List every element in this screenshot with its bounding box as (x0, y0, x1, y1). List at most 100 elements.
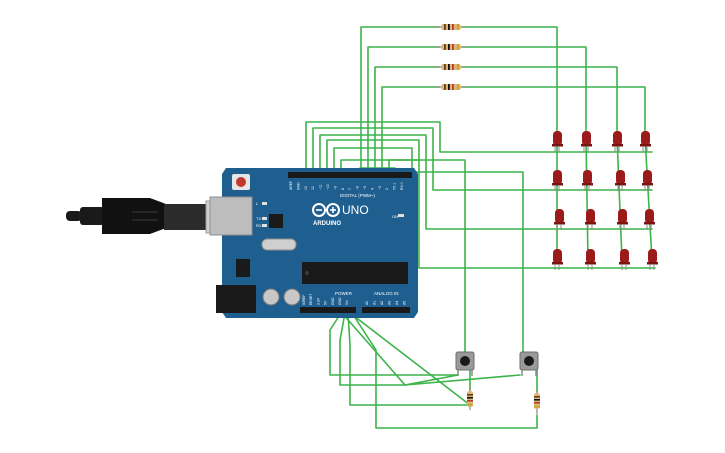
wire-r3-col3[interactable] (461, 66, 618, 138)
power-jack (216, 285, 256, 313)
tx-led (262, 217, 267, 220)
pulldown-resistor-2[interactable] (534, 390, 540, 414)
pushbutton-2[interactable] (519, 351, 539, 376)
digital-pin-label: AREF (289, 181, 293, 190)
led-r1c2[interactable] (581, 131, 592, 152)
led-r3c3[interactable] (617, 209, 628, 230)
capacitor (262, 288, 280, 306)
pushbutton-1-cap[interactable] (460, 356, 470, 366)
tx-label: TX (256, 216, 261, 221)
regulator (236, 259, 250, 277)
row-resistor-2[interactable] (436, 44, 466, 50)
led-r2c3[interactable] (615, 170, 626, 191)
led-r4c2[interactable] (585, 249, 596, 270)
analog-header[interactable] (362, 307, 410, 313)
rx-led (262, 224, 267, 227)
usb-port (209, 196, 253, 236)
digital-pin-label: ~11 (319, 184, 323, 190)
pushbutton-2-cap[interactable] (524, 356, 534, 366)
digital-header[interactable] (288, 172, 412, 178)
row-resistor-3[interactable] (436, 64, 466, 70)
led-r1c1[interactable] (552, 131, 563, 152)
usb-chip (269, 214, 283, 228)
analog-pin-label: A5 (403, 301, 407, 305)
digital-pin-label: ~5 (363, 186, 367, 190)
wire-r1-pin[interactable] (360, 26, 441, 179)
digital-pin-label: 12 (311, 186, 315, 190)
digital-pin-label: 8 (341, 188, 345, 190)
arduino-logo-icon (312, 203, 340, 217)
wire-row2-pin[interactable] (312, 127, 558, 191)
led-r1c4[interactable] (640, 131, 651, 152)
power-pin-label: RESET (309, 294, 313, 305)
digital-pin-label: RX 0 (400, 182, 404, 190)
led-r3c2[interactable] (585, 209, 596, 230)
on-label: ON (392, 214, 398, 219)
power-pin-label: 5V (324, 300, 328, 305)
power-header[interactable] (300, 307, 356, 313)
on-led (398, 214, 404, 217)
wire-gnd-r2[interactable] (351, 312, 538, 429)
atmega-chip (302, 262, 408, 284)
wire-r4-col4[interactable] (461, 86, 646, 138)
model-label: UNO (342, 203, 369, 217)
wire-diag-2[interactable] (349, 312, 471, 406)
digital-pin-label: ~9 (333, 186, 337, 190)
pulldown-resistor-1[interactable] (467, 388, 473, 410)
power-pin-label: GND (331, 297, 335, 305)
usb-plug-shoulder (164, 204, 206, 230)
digital-pin-label: GND (296, 182, 300, 190)
analog-pin-label: A1 (373, 301, 377, 305)
led-r2c2[interactable] (582, 170, 593, 191)
wire-5v-btn2[interactable] (339, 312, 459, 386)
wire-row3-pin[interactable] (319, 134, 558, 230)
usb-cable-tip (66, 211, 82, 221)
wire-diag-1[interactable] (341, 312, 521, 386)
wire-r2-col2[interactable] (461, 46, 587, 138)
row-resistors (436, 24, 466, 90)
digital-header-label: DIGITAL (PWM~) (340, 193, 375, 198)
l-led (262, 202, 267, 205)
power-pin-label: IOREF (302, 295, 306, 305)
pushbutton-1[interactable] (455, 351, 475, 376)
power-pin-label: 3.3V (316, 297, 320, 305)
wire-row1-pin[interactable] (305, 121, 558, 179)
analog-pin-label: A0 (365, 301, 369, 305)
led-r4c1[interactable] (552, 249, 563, 270)
wire-r1-col1[interactable] (461, 26, 558, 136)
wire-col3-bus[interactable] (616, 136, 623, 261)
usb-cable-body (102, 198, 166, 234)
led-r1c3[interactable] (612, 131, 623, 152)
led-r2c4[interactable] (642, 170, 653, 191)
wire-r3-pin[interactable] (374, 66, 441, 179)
analog-header-label: ANALOG IN (374, 291, 399, 296)
power-header-label: POWER (335, 291, 353, 296)
wire-gnd-r1[interactable] (347, 312, 471, 406)
power-pin-label: GND (338, 297, 342, 305)
row-resistor-1[interactable] (436, 24, 466, 30)
led-r3c1[interactable] (554, 209, 565, 230)
digital-pin-label: 4 (370, 188, 374, 190)
wire-5v-btn1[interactable] (329, 312, 459, 376)
l-label: L (256, 201, 259, 206)
wire-short-d[interactable] (333, 147, 413, 179)
analog-pin-label: A3 (388, 301, 392, 305)
led-r4c3[interactable] (619, 249, 630, 270)
usb-cable-strain (80, 207, 104, 225)
led-r4c4[interactable] (647, 249, 658, 270)
wire-col4-bus[interactable] (644, 136, 653, 261)
brand-label: ARDUINO (313, 221, 341, 227)
digital-pin-label: 7 (348, 188, 352, 190)
wire-r4-pin[interactable] (381, 86, 441, 179)
led-r3c4[interactable] (644, 209, 655, 230)
digital-pin-label: ~6 (356, 186, 360, 190)
wire-col2-bus[interactable] (585, 136, 589, 261)
power-pin-label: Vin (345, 300, 349, 305)
led-r2c1[interactable] (552, 170, 563, 191)
row-resistor-4[interactable] (436, 84, 466, 90)
crystal (261, 238, 297, 251)
